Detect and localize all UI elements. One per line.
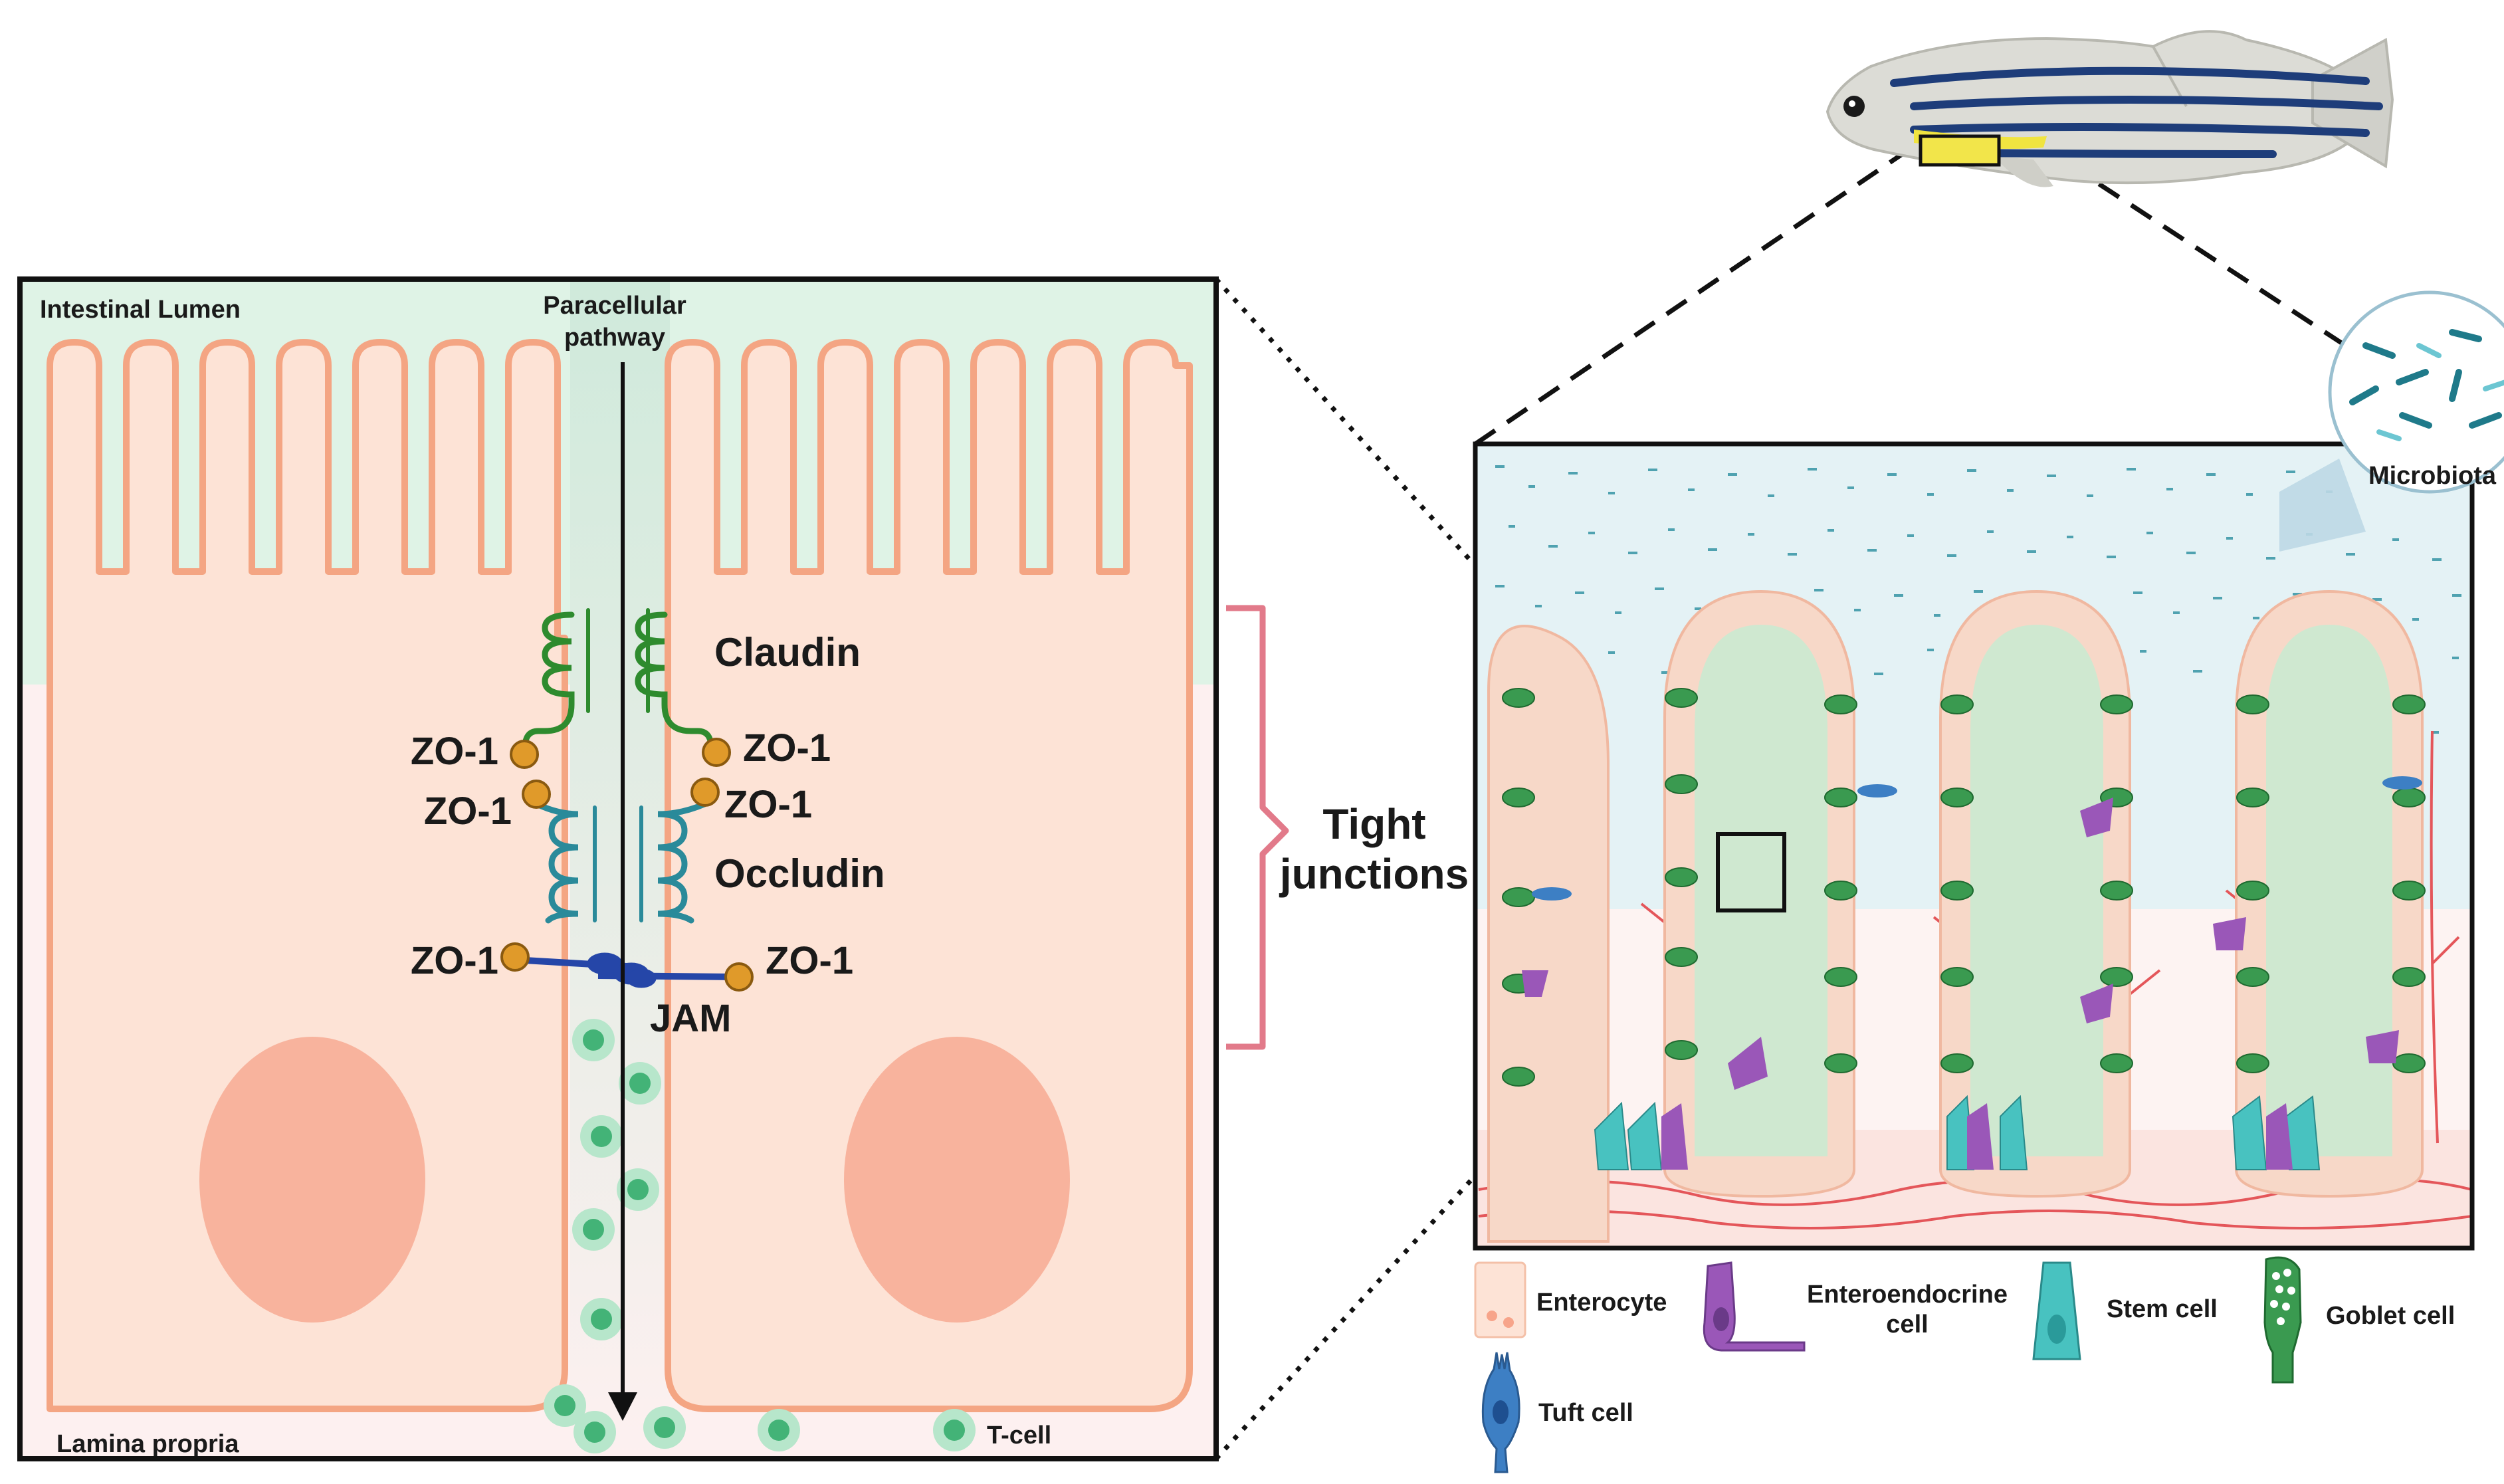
label-pathway: pathway	[564, 324, 665, 352]
epithelium-panel: Intestinal Lumen Paracellular pathway Cl…	[17, 276, 1219, 1461]
stem-cells	[1594, 1095, 2321, 1170]
villi-panel-border	[1473, 441, 2475, 1251]
zo1-dot	[522, 780, 551, 809]
legend-enterocyte: Enterocyte	[1474, 1261, 1667, 1338]
label-paracellular: Paracellular	[543, 292, 686, 320]
stem-cell-icon	[2032, 1261, 2081, 1360]
enteroendocrine-icon	[1703, 1261, 1806, 1352]
zo1-dot	[510, 740, 539, 769]
label-zo1: ZO-1	[411, 730, 498, 773]
tight-junctions-bracket: Tight junctions	[1226, 605, 1469, 1050]
villus	[1939, 589, 2131, 1198]
svg-text:cell: cell	[1886, 1311, 1928, 1338]
label-jam: JAM	[650, 997, 731, 1040]
nucleus-right	[844, 1037, 1070, 1323]
villus	[1487, 625, 1610, 1243]
zoom-lines	[1214, 144, 2367, 1461]
microbiota-bubble: Microbiota	[2279, 290, 2504, 552]
svg-text:Tuft cell: Tuft cell	[1538, 1399, 1633, 1427]
cell-type-legend: Enterocyte Enteroendocrine cell Stem cel…	[1474, 1256, 2455, 1473]
paracellular-channel	[570, 279, 670, 1459]
legend-enteroendocrine: Enteroendocrine cell	[1703, 1261, 2008, 1352]
label-lamina-propria: Lamina propria	[56, 1430, 239, 1458]
paracellular-arrow	[608, 362, 637, 1421]
legend-tuft-cell: Tuft cell	[1481, 1352, 1633, 1473]
label-claudin: Claudin	[714, 630, 861, 675]
zebrafish-illustration	[1826, 30, 2394, 187]
label-occludin: Occludin	[714, 851, 885, 896]
nucleus-left	[199, 1037, 425, 1323]
zo1-dot	[690, 778, 720, 807]
label-microbiota: Microbiota	[2368, 462, 2497, 490]
label-zo1: ZO-1	[766, 939, 853, 982]
legend-goblet-cell: Goblet cell	[2263, 1256, 2455, 1384]
legend-stem-cell: Stem cell	[2032, 1261, 2218, 1360]
label-zo1: ZO-1	[424, 790, 512, 833]
villus	[1663, 589, 1855, 1198]
t-cells	[544, 1019, 976, 1453]
zo1-dot	[702, 738, 731, 767]
fish-gut-highlight	[1919, 134, 2001, 167]
label-junctions: junctions	[1279, 850, 1469, 898]
svg-text:Stem cell: Stem cell	[2107, 1295, 2218, 1323]
claudin-proteins	[522, 608, 714, 754]
enterocyte-right	[665, 339, 1193, 1412]
enterocyte-icon	[1474, 1261, 1526, 1338]
enteroendocrine-cells	[1522, 797, 2399, 1090]
label-t-cell: T-cell	[987, 1422, 1051, 1449]
zo1-dot	[724, 962, 754, 992]
tuft-cells	[1532, 776, 2422, 901]
svg-text:Enterocyte: Enterocyte	[1536, 1289, 1667, 1317]
label-zo1: ZO-1	[411, 939, 498, 982]
label-tight: Tight	[1322, 800, 1425, 848]
villi-panel	[1473, 441, 2475, 1251]
zo1-dot	[500, 942, 530, 972]
villi-zoom-box	[1716, 832, 1786, 912]
occludin-proteins	[534, 801, 708, 924]
label-intestinal-lumen: Intestinal Lumen	[40, 296, 241, 324]
zo1-dots	[500, 738, 754, 992]
enterocyte-left	[47, 339, 568, 1412]
goblet-cells	[1502, 688, 2426, 1087]
panel-border	[17, 276, 1219, 1461]
label-zo1: ZO-1	[743, 726, 831, 770]
svg-text:Goblet cell: Goblet cell	[2326, 1302, 2455, 1330]
svg-text:Enteroendocrine: Enteroendocrine	[1807, 1281, 2008, 1309]
label-zo1: ZO-1	[724, 783, 812, 826]
